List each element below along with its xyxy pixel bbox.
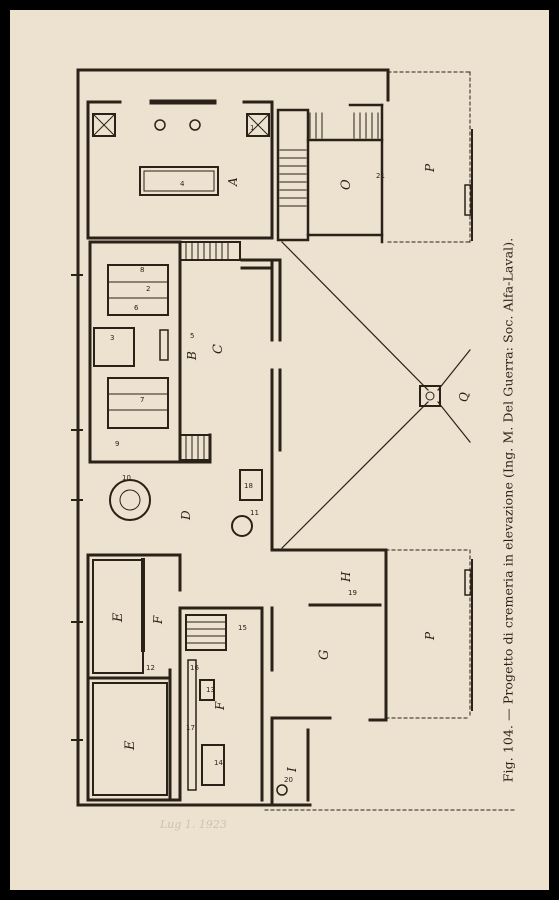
- equip-number: 11: [250, 509, 259, 517]
- room-label-f2: F: [213, 701, 227, 711]
- stairs-f: [185, 614, 227, 651]
- stairs-c: [179, 241, 241, 461]
- room-q-lines: [281, 241, 471, 549]
- room-o-walls: [276, 103, 384, 244]
- equip-number: 14: [214, 759, 223, 767]
- room-label-g: G: [317, 650, 332, 660]
- room-label-i: I: [285, 767, 299, 773]
- equip-number: 20: [284, 776, 293, 784]
- caption-area: Fig. 104. — Progetto di cremeria in elev…: [488, 230, 528, 790]
- equip-number: 9: [115, 440, 119, 448]
- room-gh-walls: [270, 548, 388, 722]
- equip-number: 4: [180, 180, 185, 188]
- machine-upper: [107, 264, 169, 316]
- equipment-numbers: 1 2 3 4 5 6 7 8 9 10 11 12 13 14 15 16 1…: [110, 124, 385, 784]
- room-label-a: A: [226, 177, 240, 187]
- tank-e2: [92, 682, 168, 796]
- room-label-p2: P: [423, 631, 437, 641]
- machine-lower: [107, 377, 169, 429]
- room-label-p1: P: [423, 163, 437, 173]
- equip-number: 16: [190, 664, 199, 672]
- equip-number: 8: [140, 266, 144, 274]
- library-stamp: Lug 1. 1923: [160, 818, 227, 831]
- equip-number: 2: [146, 285, 150, 293]
- figure-caption: Fig. 104. — Progetto di cremeria in elev…: [500, 237, 516, 783]
- room-label-b: B: [185, 351, 199, 361]
- room-label-f1: F: [151, 615, 165, 625]
- room-label-c: C: [211, 344, 226, 354]
- table-4: [139, 166, 219, 196]
- room-label-d: D: [179, 510, 193, 521]
- pillar-q: [419, 385, 441, 407]
- equip-number: 15: [238, 624, 247, 632]
- equip-number: 1: [250, 124, 254, 132]
- outer-walls: [76, 68, 390, 807]
- room-i-walls: [270, 716, 332, 807]
- stair-treads: [279, 112, 379, 207]
- equip-number: 5: [190, 332, 194, 340]
- room-label-e2: E: [123, 740, 138, 751]
- equip-number: 6: [134, 304, 139, 312]
- room-label-h: H: [339, 571, 353, 583]
- tank-3: [93, 327, 135, 367]
- equip-number: 17: [186, 724, 195, 732]
- equip-number: 19: [348, 589, 357, 597]
- corridor-walls: [240, 258, 282, 552]
- equip-number: 18: [244, 482, 253, 490]
- equip-number: 13: [206, 686, 215, 694]
- room-label-e1: E: [111, 612, 126, 623]
- room-p-bottom: [385, 549, 471, 719]
- scanned-page: A B C D E E F F G H I O P P Q 1 2 3 4 5 …: [10, 10, 549, 890]
- equip-number: 3: [110, 334, 114, 342]
- room-f-walls: [178, 606, 274, 802]
- hatch-left: [92, 113, 116, 137]
- room-label-q: Q: [457, 392, 471, 402]
- room-labels: A B C D E E F F G H I O P P Q: [111, 163, 471, 773]
- room-label-o: O: [339, 179, 354, 190]
- equip-number: 12: [146, 664, 155, 672]
- window-marks: [71, 274, 83, 741]
- hatch-right: [246, 113, 270, 137]
- equip-number: 21: [376, 172, 385, 180]
- room-a-walls: [86, 99, 274, 240]
- equip-number: 7: [140, 396, 144, 404]
- room-p-top: [387, 71, 471, 243]
- equip-number: 10: [122, 474, 131, 482]
- floor-plan: A B C D E E F F G H I O P P Q 1 2 3 4 5 …: [71, 68, 516, 811]
- tank-d: [109, 479, 151, 521]
- room-ef-walls: [86, 553, 182, 802]
